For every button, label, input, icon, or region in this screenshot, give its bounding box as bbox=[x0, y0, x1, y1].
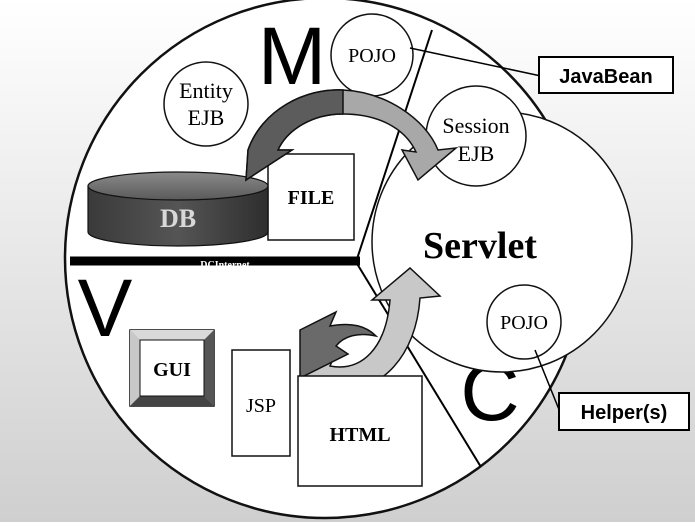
model-cycle-arrow bbox=[245, 89, 459, 182]
helpers-label: Helper(s) bbox=[581, 402, 668, 424]
db-label: DB bbox=[160, 204, 196, 233]
session-ejb-label-2: EJB bbox=[458, 141, 495, 166]
entity-ejb-circle bbox=[163, 61, 249, 147]
entity-ejb-label-1: Entity bbox=[179, 78, 233, 103]
dcinternet-label: DCInternet bbox=[200, 260, 250, 271]
pojo-bottom-circle bbox=[486, 284, 562, 360]
html-box bbox=[297, 375, 423, 487]
file-label: FILE bbox=[288, 187, 335, 209]
helpers-callout bbox=[558, 392, 690, 431]
gui-label: GUI bbox=[153, 359, 191, 381]
view-letter: V bbox=[78, 263, 133, 354]
pojo-bottom-label: POJO bbox=[500, 312, 548, 334]
jsp-box bbox=[231, 349, 291, 457]
divider-model-controller bbox=[355, 29, 433, 263]
javabean-callout bbox=[538, 56, 674, 94]
pojo-top-label: POJO bbox=[348, 45, 396, 67]
gui-box bbox=[129, 329, 215, 407]
servlet-label: Servlet bbox=[423, 225, 537, 267]
jsp-label: JSP bbox=[246, 395, 276, 417]
db-cylinder bbox=[87, 171, 269, 247]
javabean-pointer bbox=[409, 47, 542, 77]
model-letter: M bbox=[258, 11, 326, 102]
session-ejb-label-1: Session bbox=[442, 113, 509, 138]
helpers-pointer bbox=[534, 349, 561, 413]
file-box bbox=[267, 153, 355, 241]
html-label: HTML bbox=[329, 424, 390, 446]
entity-ejb-label-2: EJB bbox=[188, 105, 225, 130]
javabean-label: JavaBean bbox=[559, 66, 652, 88]
